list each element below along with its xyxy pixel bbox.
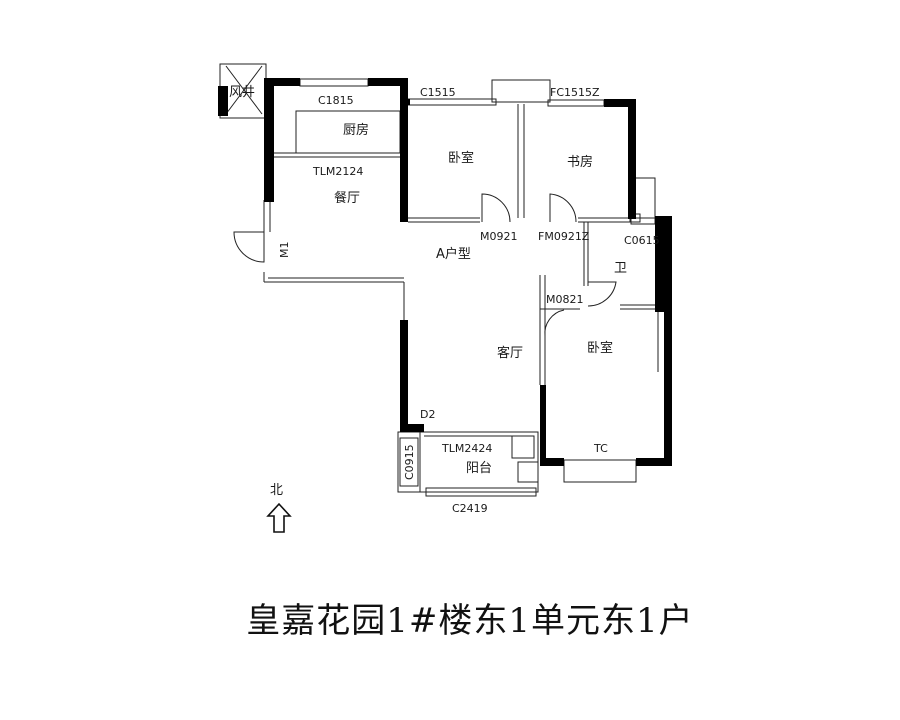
- label-kitchen: 厨房: [343, 122, 369, 138]
- window-c0915: [399, 437, 419, 487]
- wall-kitchen-north-a: [264, 78, 300, 86]
- label-fm0921z: FM0921Z: [538, 230, 590, 243]
- label-c2419: C2419: [452, 502, 488, 515]
- wall-bedroom-n-nw: [400, 99, 410, 105]
- label-bedroom-n: 卧室: [448, 150, 474, 166]
- label-c0915: C0915: [403, 444, 416, 480]
- window-bay-north: [491, 79, 551, 103]
- window-c1815: [299, 78, 369, 87]
- wall-se-corner: [636, 458, 672, 466]
- wall-living-west: [400, 320, 408, 430]
- label-fc1515z: FC1515Z: [550, 86, 600, 99]
- label-c1515: C1515: [420, 86, 456, 99]
- wall-balcony-east: [540, 385, 546, 465]
- compass-label: 北: [270, 483, 283, 498]
- wall-living-sw: [400, 424, 424, 432]
- compass: 北: [266, 483, 292, 533]
- label-c1815: C1815: [318, 94, 354, 107]
- wall-study-ne: [604, 99, 636, 107]
- label-d2: D2: [420, 408, 435, 421]
- door-m0821-swing: [544, 309, 565, 337]
- label-tlm2124: TLM2124: [312, 165, 363, 178]
- wall-kitchen-west: [264, 78, 274, 202]
- label-shaft: 风井: [229, 85, 255, 100]
- wall-kitchen-north-b: [368, 78, 406, 86]
- label-unit-type: A户型: [436, 246, 471, 262]
- shaft-diagonal-2: [225, 65, 263, 115]
- label-tlm2424: TLM2424: [441, 442, 492, 455]
- label-m0921: M0921: [480, 230, 518, 243]
- window-c2419: [425, 487, 537, 497]
- wall-shaft-west: [218, 86, 228, 116]
- wall-bed-s-south-w: [540, 458, 564, 466]
- label-m0821: M0821: [546, 293, 584, 306]
- label-dining: 餐厅: [334, 190, 360, 206]
- label-c0615: C0615: [624, 234, 660, 247]
- label-study: 书房: [567, 154, 593, 170]
- label-bath: 卫: [614, 261, 627, 276]
- walls: [218, 78, 672, 466]
- door-m1-swing: [233, 231, 265, 263]
- door-bath-swing: [587, 281, 617, 307]
- wall-bath-east: [655, 216, 665, 312]
- north-arrow-icon: [266, 502, 292, 533]
- label-m1: M1: [278, 242, 291, 259]
- window-c1515: [407, 98, 497, 106]
- door-m0921-swing: [481, 193, 511, 223]
- door-swings: [233, 193, 617, 337]
- label-tc: TC: [593, 442, 608, 455]
- thin-lines: [219, 63, 664, 497]
- wall-east-outer: [664, 216, 672, 466]
- door-fm0921z-swing: [549, 193, 577, 223]
- wall-study-east: [628, 99, 636, 219]
- window-fc1515z: [547, 99, 605, 107]
- sink: [517, 461, 539, 483]
- label-living: 客厅: [497, 345, 523, 361]
- wall-kitchen-east: [400, 78, 408, 222]
- plan-title: 皇嘉花园1#楼东1单元东1户: [246, 601, 693, 641]
- window-tc: [563, 459, 637, 483]
- labels: 风井 C1815 厨房 TLM2124 餐厅 C1515 FC1515Z 卧室 …: [229, 85, 660, 515]
- label-bedroom-s: 卧室: [587, 340, 613, 356]
- label-balcony: 阳台: [466, 461, 492, 476]
- washer: [511, 435, 535, 459]
- window-east-bay: [632, 177, 656, 219]
